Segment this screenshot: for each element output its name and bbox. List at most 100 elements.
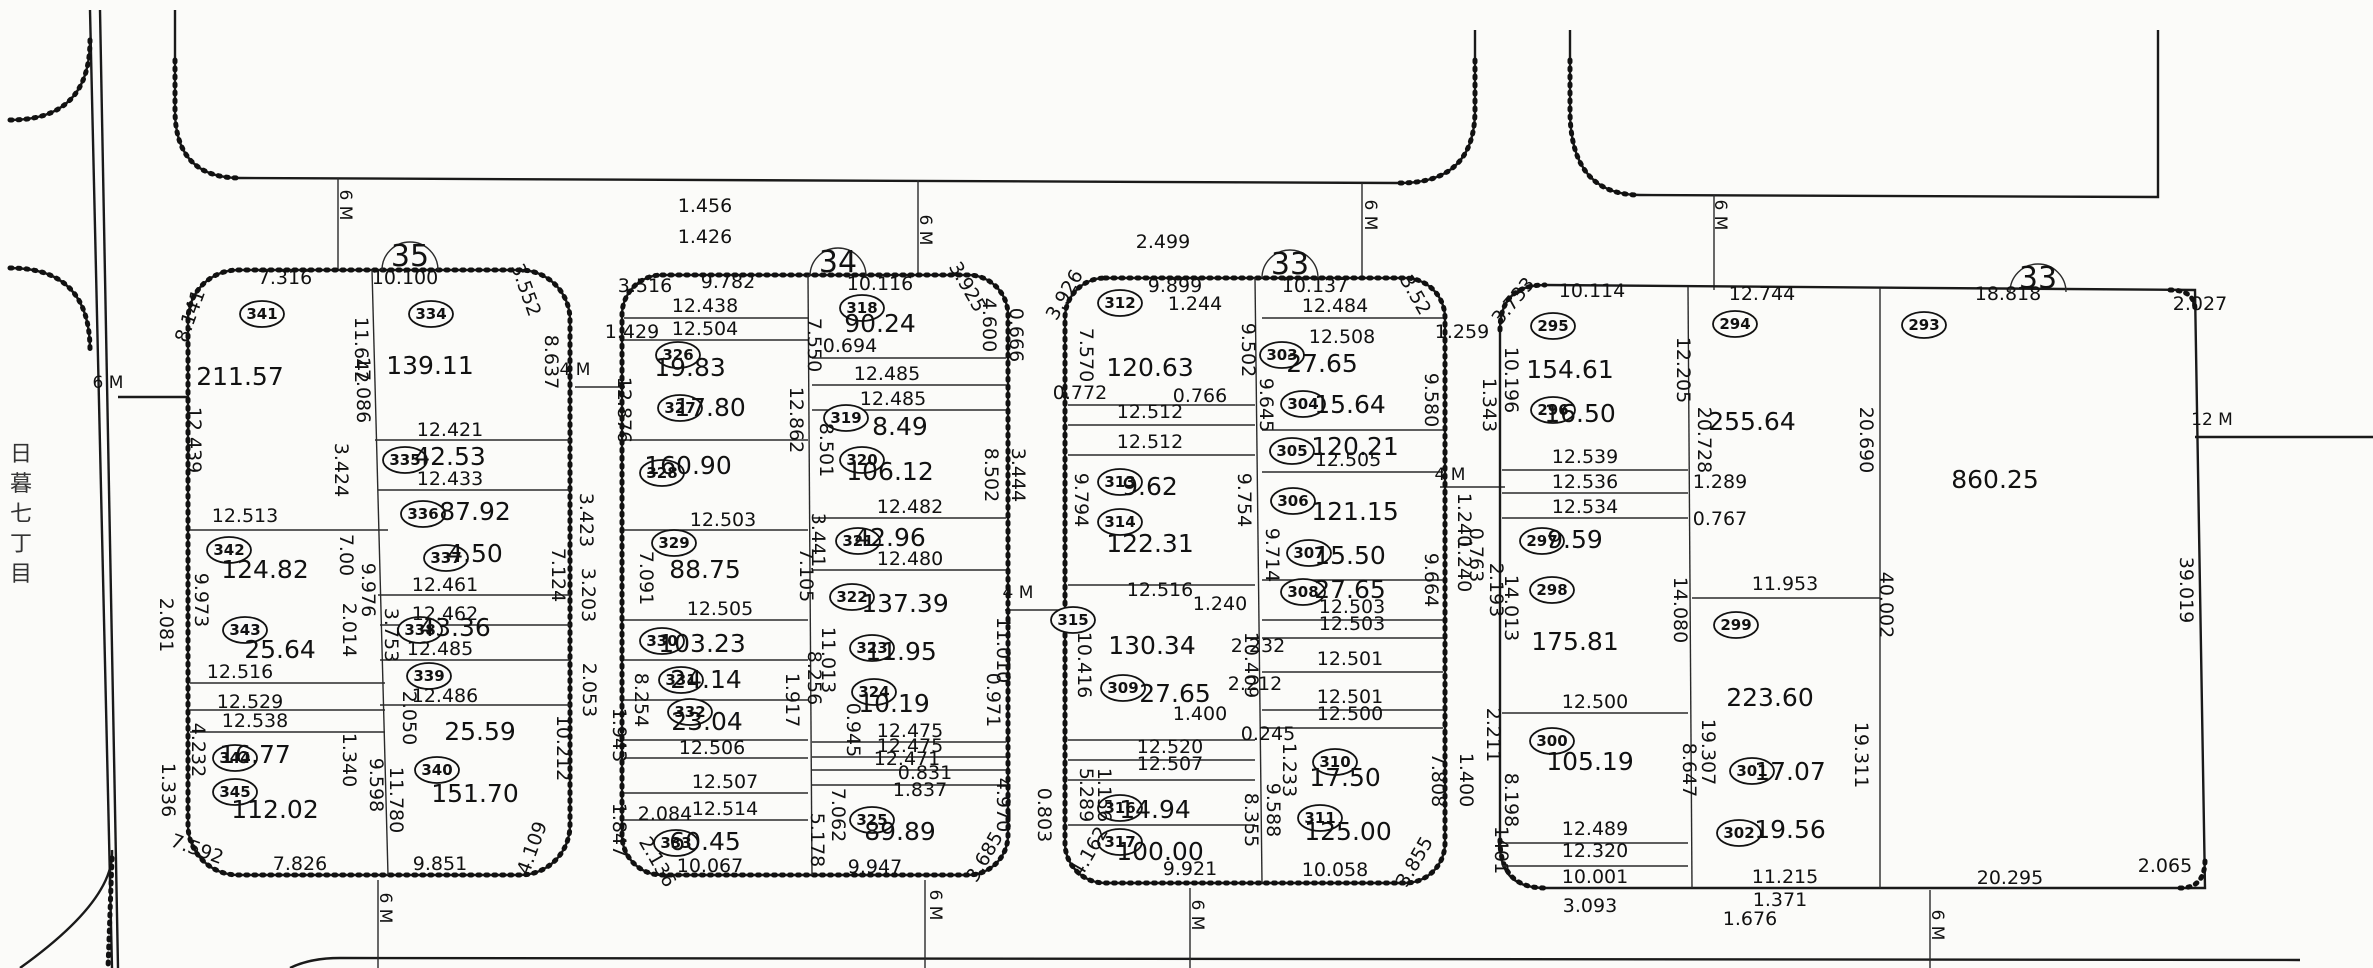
lot-oval [408, 300, 454, 328]
dimension-value: 12.512 [1117, 431, 1183, 453]
lot-number: 322 [836, 588, 867, 606]
dimension-value: 9.645 [1255, 378, 1277, 432]
dimension-value: 12.505 [687, 598, 753, 620]
dimension-value: 2.014 [338, 603, 360, 657]
dimension-value: 11.010 [992, 617, 1014, 683]
dimension-value: 12.536 [1552, 471, 1618, 493]
lot-area: 160.90 [644, 451, 731, 480]
dimension-value: 20.295 [1977, 867, 2043, 889]
lot-number: 312 [1104, 294, 1135, 312]
dimension-value: 11.953 [1752, 573, 1818, 595]
dimension-value: 3.424 [330, 443, 352, 497]
block-number: 35 [391, 239, 429, 274]
lot-number: 330 [646, 632, 677, 650]
dimension-value: 10.100 [372, 267, 438, 289]
street-lines [7, 9, 2373, 968]
dimension-value: 4.600 [978, 298, 1000, 352]
dimension-value: 9.947 [848, 856, 902, 878]
dimension-value: 9.921 [1163, 858, 1217, 880]
lot-oval [1100, 674, 1146, 702]
dimension-value: 12.520 [1137, 736, 1203, 758]
dimension-value: 1.837 [893, 779, 947, 801]
lot-area: 90.24 [844, 309, 916, 338]
road-width-label: 6 M [1927, 910, 1947, 941]
dimension-value: 12.439 [183, 407, 205, 473]
dimension-value: 1.240 [1453, 493, 1475, 547]
dimension-value: 1.426 [678, 226, 732, 248]
lot-number: 296 [1537, 401, 1568, 419]
lot-oval [397, 616, 443, 644]
lot-number: 337 [430, 549, 461, 567]
lot-oval [1280, 390, 1326, 418]
dimension-value: 12.508 [1309, 326, 1375, 348]
dimension-value: 12.507 [1137, 753, 1203, 775]
dimension-value: 1.156 [1093, 768, 1115, 822]
dimension-value: 8.198 [1500, 773, 1522, 827]
dimension-value: 12.480 [877, 548, 943, 570]
lot-area: 223.60 [1726, 683, 1813, 712]
dimension-value: 7.808 [1427, 753, 1449, 807]
lot-oval [1297, 804, 1343, 832]
dimension-value: 12.500 [1317, 703, 1383, 725]
lot-number: 325 [856, 811, 887, 829]
lot-area: 42.53 [414, 442, 486, 471]
lot-oval [1530, 396, 1576, 424]
dimension-value: 0.763 [1465, 528, 1487, 582]
dimension-value: 12.485 [854, 363, 920, 385]
dimension-value: 12.503 [1319, 613, 1385, 635]
block-outlines [185, 267, 2208, 891]
road-width-label: 4 M [560, 360, 591, 380]
dimension-value: 10.058 [1302, 859, 1368, 881]
dimension-value: 1.244 [1168, 293, 1222, 315]
road-width-label: 6 M [335, 190, 355, 221]
road-width-label: 6 M [1187, 900, 1207, 931]
dimension-value: 12.320 [1562, 840, 1628, 862]
lot-number: 316 [1104, 799, 1135, 817]
road-width-label: 6 M [375, 893, 395, 924]
lot-oval [657, 394, 703, 422]
lot-number: 345 [219, 783, 250, 801]
lot-number: 321 [842, 532, 873, 550]
dimension-value: 9.588 [1262, 783, 1284, 837]
dimension-value: 9.664 [1420, 553, 1442, 607]
dimension-value: 9.580 [1420, 373, 1442, 427]
dimension-value: 3.516 [618, 275, 672, 297]
lot-number: 310 [1319, 753, 1350, 771]
dimension-value: 0.803 [1033, 788, 1055, 842]
lot-number: 295 [1537, 317, 1568, 335]
dimension-value: 7.062 [827, 788, 849, 842]
dimension-value: 12.516 [207, 661, 273, 683]
dimension-value: 0.831 [898, 762, 952, 784]
lot-area: 154.61 [1526, 355, 1613, 384]
lot-area: 88.75 [669, 555, 741, 584]
lot-number: 340 [421, 761, 452, 779]
lot-oval [639, 627, 685, 655]
road-width-label: 6 M [925, 890, 945, 921]
lot-number: 331 [665, 671, 696, 689]
lot-number: 336 [407, 505, 438, 523]
lot-number: 311 [1304, 809, 1335, 827]
dimension-value: 2.065 [2138, 855, 2192, 877]
dimension-value: 12.485 [860, 388, 926, 410]
lot-oval [823, 404, 869, 432]
dimension-value: 1.240 [1193, 593, 1247, 615]
lot-area: 11.95 [865, 637, 937, 666]
lot-oval [212, 744, 258, 772]
lot-oval [1529, 727, 1575, 755]
lot-number: 318 [846, 299, 877, 317]
dimension-value: 0.666 [1005, 308, 1027, 362]
dimension-value: 7.00 [335, 534, 357, 576]
dimension-value: 12.421 [417, 419, 483, 441]
district-label: 日暮七丁目 [9, 442, 32, 587]
dimension-value: 12.438 [672, 295, 738, 317]
dimension-value: 10.212 [552, 715, 574, 781]
dimension-value: 11.013 [817, 627, 839, 693]
dimension-value: 12.503 [1319, 596, 1385, 618]
lot-oval [1270, 487, 1316, 515]
dimension-value: 7.570 [1075, 328, 1097, 382]
lot-oval [1286, 539, 1332, 567]
lot-area: 9.59 [1547, 525, 1603, 554]
lot-oval [1716, 819, 1762, 847]
